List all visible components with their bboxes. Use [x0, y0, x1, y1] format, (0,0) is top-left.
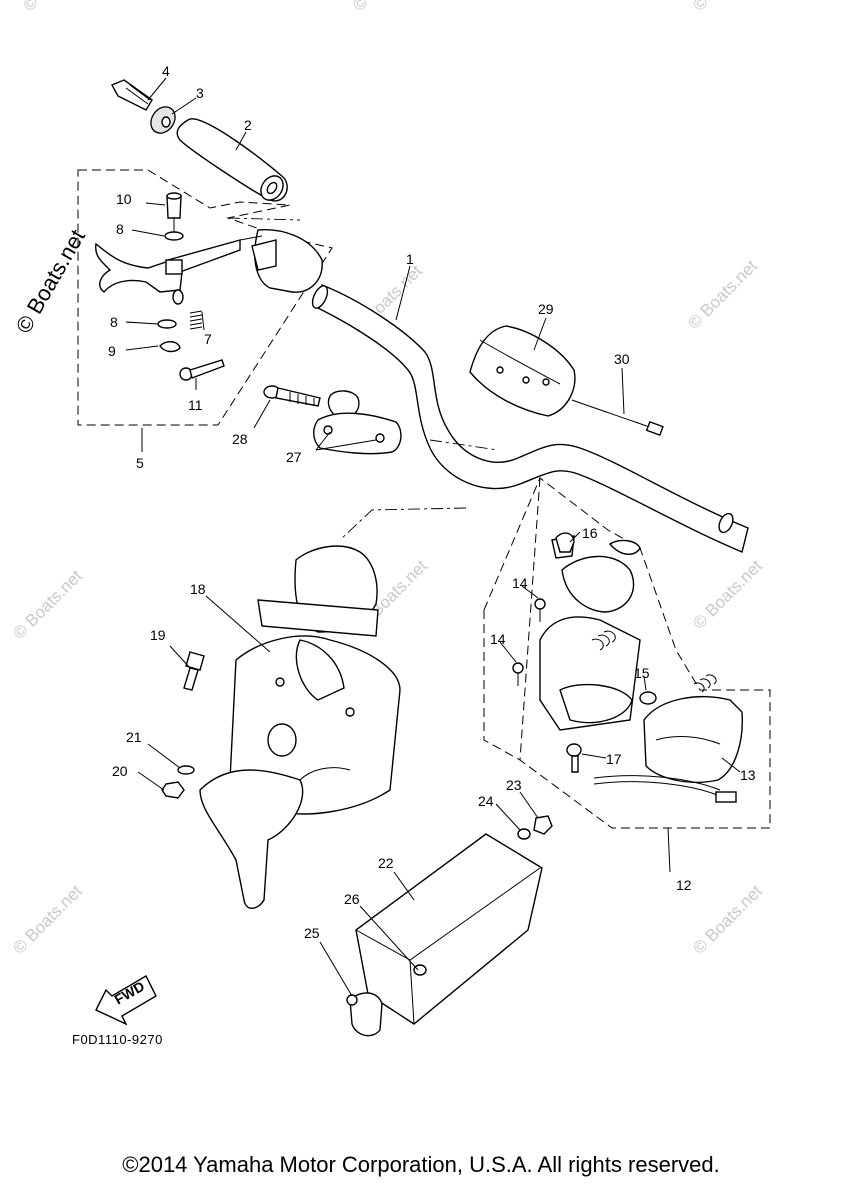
watermark: © Boats.net	[9, 566, 86, 643]
switch-wire	[593, 775, 737, 803]
washer-8-top	[164, 231, 184, 241]
nut-20	[161, 781, 185, 799]
callout-16: 16	[582, 525, 598, 541]
throttle-housing	[239, 229, 323, 293]
callout-29: 29	[538, 301, 554, 317]
cap-15	[639, 691, 657, 705]
screw-25	[346, 994, 358, 1006]
assembly-5-outline	[77, 169, 333, 426]
callout-30: 30	[614, 351, 630, 367]
grip	[176, 118, 288, 202]
callout-22: 22	[378, 855, 394, 871]
washer-21	[177, 765, 195, 775]
watermark: © Boats.net	[349, 0, 426, 15]
storage-box	[349, 833, 543, 1037]
fwd-arrow-icon: FWD	[95, 975, 157, 1026]
callout-21: 21	[126, 729, 142, 745]
switch-housing	[539, 535, 641, 731]
callout-8-bottom: 8	[110, 314, 118, 330]
callout-8-top: 8	[116, 221, 124, 237]
bolt-19	[183, 651, 205, 691]
grommet-26	[413, 964, 427, 976]
callout-5: 5	[136, 455, 144, 471]
handlebar-clamp-lower	[313, 412, 402, 455]
watermark: © Boats.net	[689, 556, 766, 633]
callout-3: 3	[196, 85, 204, 101]
callout-20: 20	[112, 763, 128, 779]
callout-13: 13	[740, 767, 756, 783]
watermark: © Boats.net	[9, 881, 86, 958]
callout-28: 28	[232, 431, 248, 447]
callout-14-lower: 14	[490, 631, 506, 647]
callout-26: 26	[344, 891, 360, 907]
watermark: © Boats.net	[689, 0, 766, 15]
watermark: © Boats.net	[684, 256, 761, 333]
clamp-bolt	[263, 385, 321, 407]
washer-8-bottom	[157, 319, 177, 329]
assembly-12-outline	[483, 477, 771, 829]
handlebar-pad	[469, 325, 576, 417]
handlebar	[311, 284, 749, 553]
callout-17: 17	[606, 751, 622, 767]
leader-lines	[125, 77, 741, 997]
callout-11: 11	[188, 397, 203, 413]
steering-column	[199, 545, 401, 909]
throttle-lever	[95, 239, 241, 305]
nut-23	[533, 815, 553, 835]
washer-24	[517, 828, 531, 840]
screw-14-upper	[534, 598, 546, 622]
callout-labels: 4 3 2 10 8 8 9 7 11 5 1 29 30 28 27 18 1…	[108, 63, 756, 941]
pin-10	[166, 192, 182, 240]
callout-23: 23	[506, 777, 522, 793]
clip-9	[159, 341, 181, 353]
callout-24: 24	[478, 793, 494, 809]
callout-4: 4	[162, 63, 170, 79]
callout-14-upper: 14	[512, 575, 528, 591]
grommet-16	[555, 532, 575, 553]
spring-7	[189, 310, 203, 330]
screw-17	[566, 743, 582, 773]
callout-10: 10	[116, 191, 132, 207]
screw-11	[179, 359, 225, 381]
callout-9: 9	[108, 343, 116, 359]
callout-25: 25	[304, 925, 320, 941]
copyright-notice: ©2014 Yamaha Motor Corporation, U.S.A. A…	[122, 1152, 720, 1177]
switch-spring	[591, 630, 717, 693]
callout-18: 18	[190, 581, 206, 597]
screw-14-lower	[512, 662, 524, 686]
callout-7: 7	[204, 331, 212, 347]
figure-code: F0D1110-9270	[72, 1032, 163, 1047]
watermark: © Boats.net	[689, 881, 766, 958]
callout-19: 19	[150, 627, 166, 643]
callout-1: 1	[406, 251, 414, 267]
watermark: © Boats.net	[19, 0, 96, 15]
callout-15: 15	[634, 665, 650, 681]
watermarks: © Boats.net © Boats.net © Boats.net © Bo…	[9, 0, 766, 958]
callout-2: 2	[244, 117, 252, 133]
end-bolt	[111, 79, 153, 111]
callout-27: 27	[286, 449, 302, 465]
end-washer	[150, 106, 176, 134]
wire-30	[571, 399, 664, 436]
callout-12: 12	[676, 877, 692, 893]
lever-13	[643, 695, 743, 783]
